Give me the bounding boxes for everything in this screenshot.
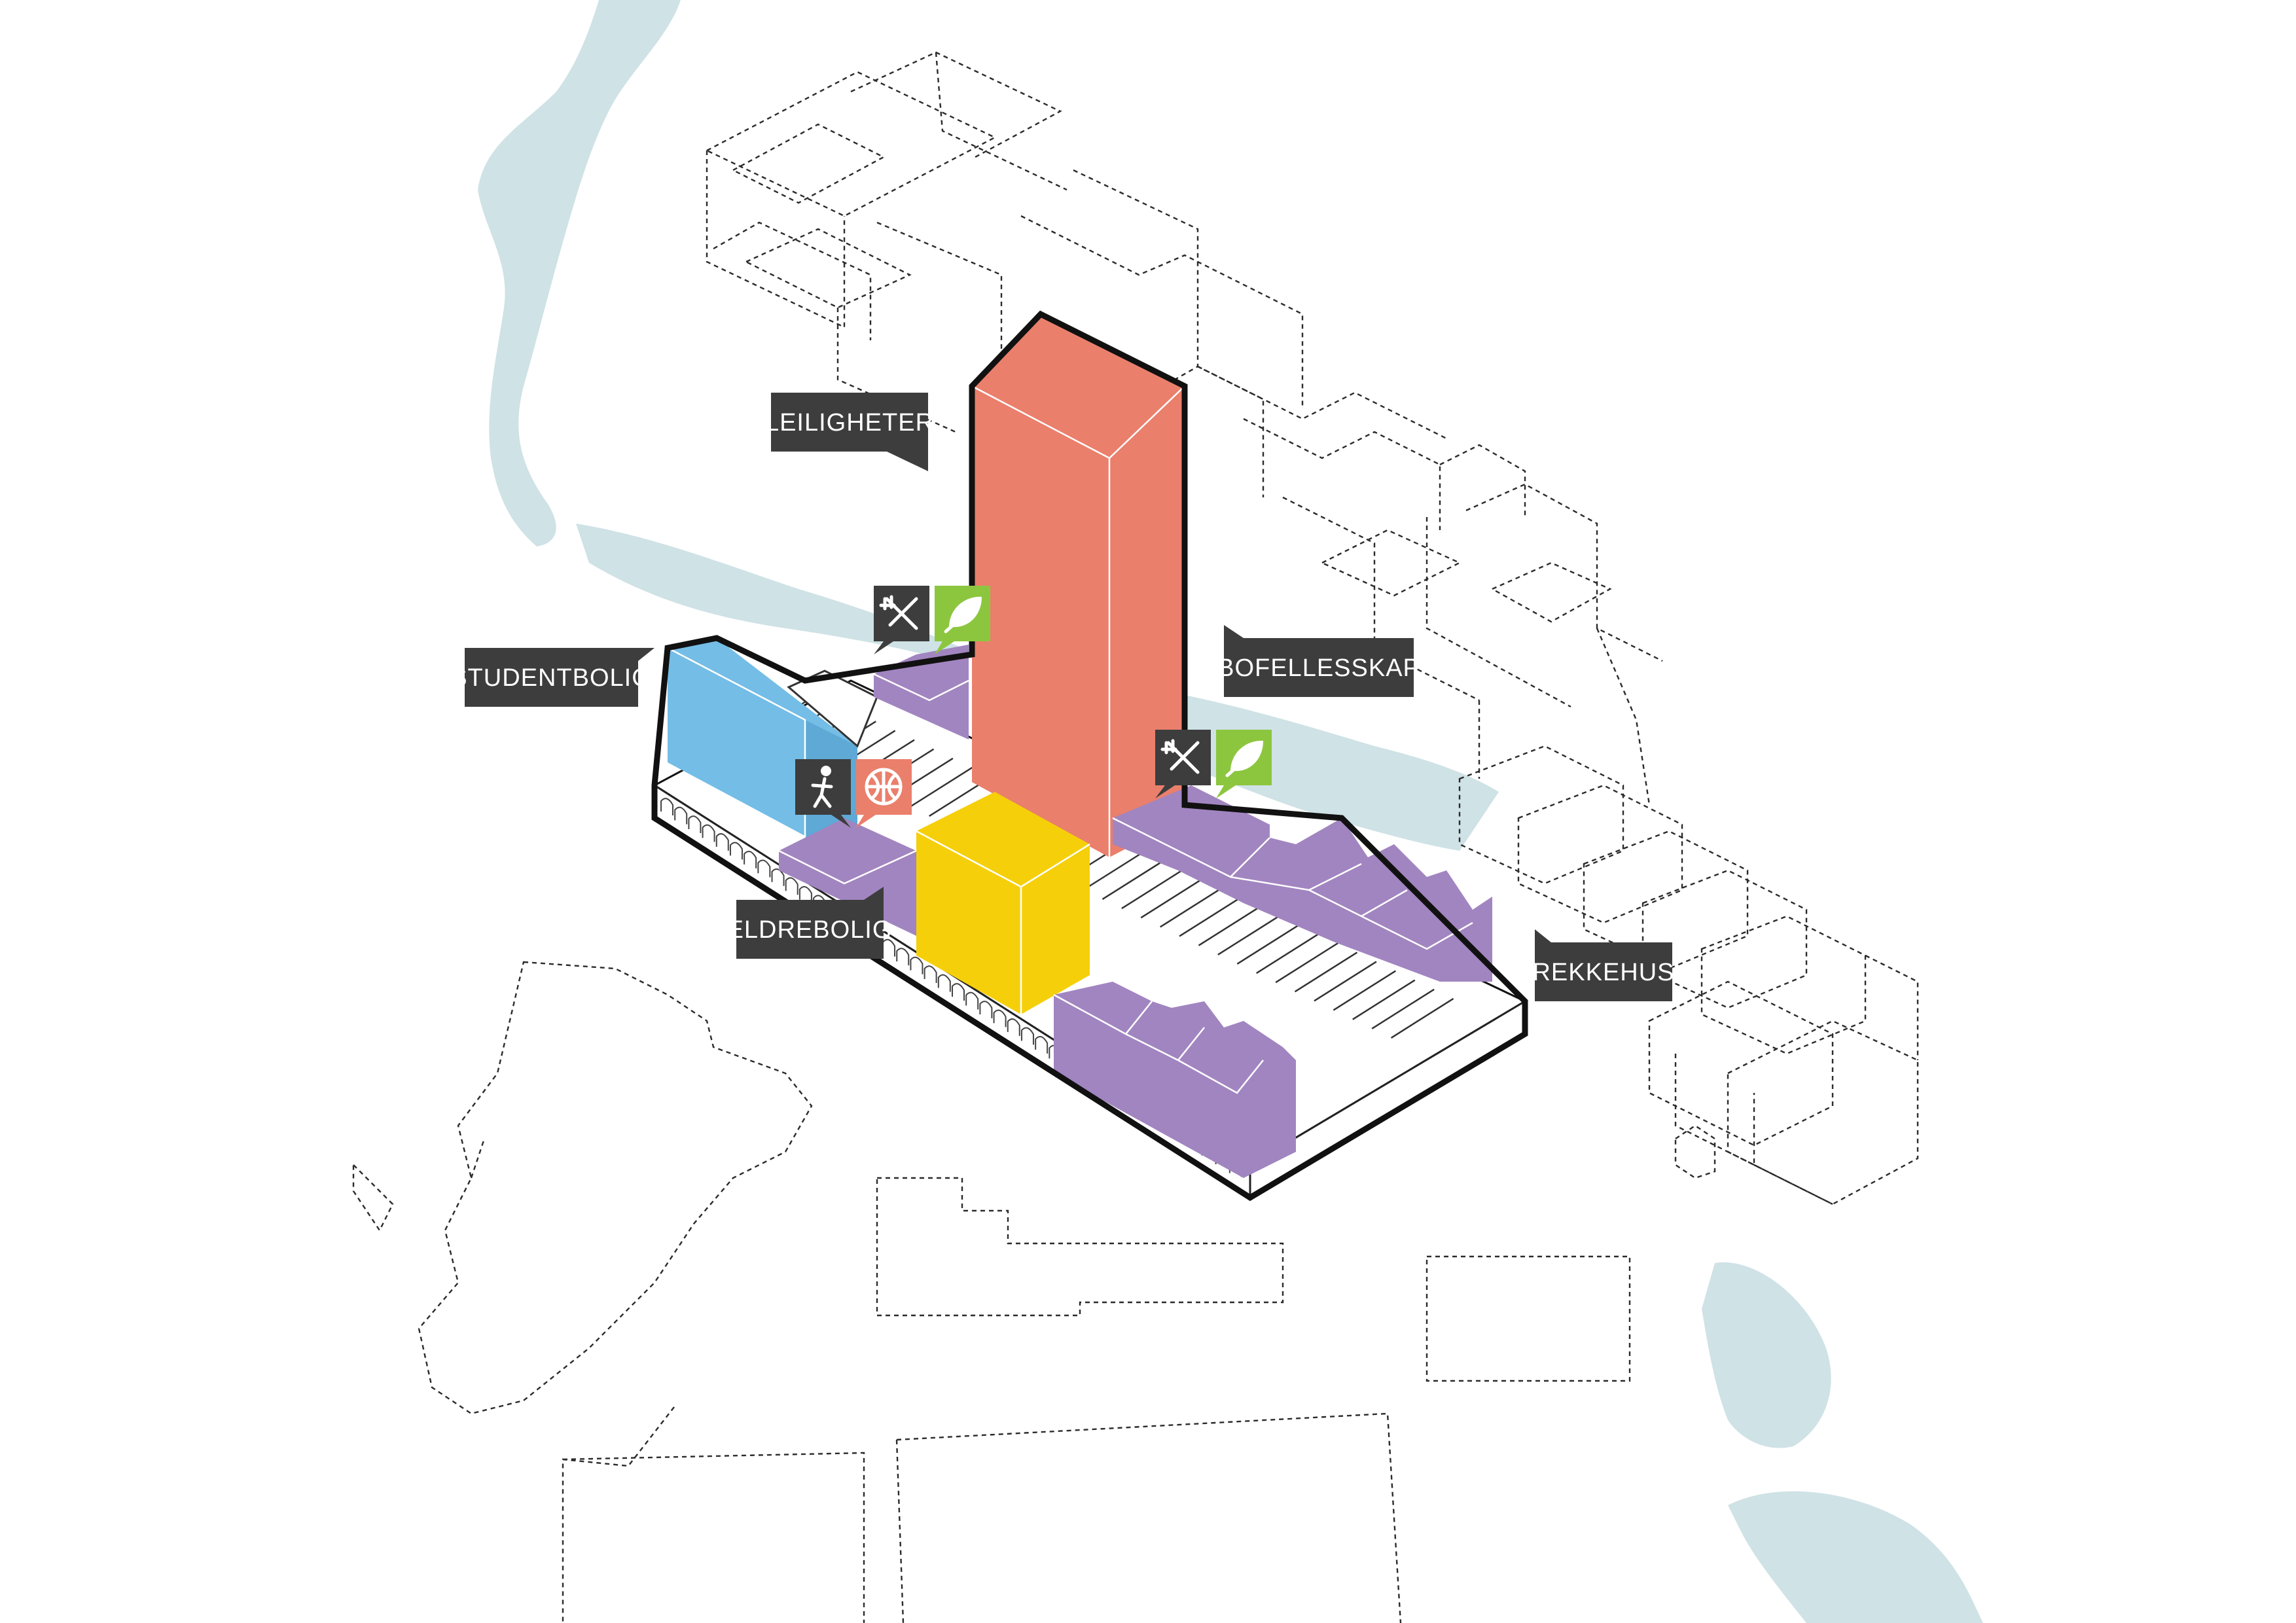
plinth-arch — [993, 1009, 1007, 1027]
plinth-arch — [924, 965, 937, 984]
plinth-arch — [744, 851, 757, 868]
water-bodies — [478, 0, 1983, 1623]
leiligheter-tower — [971, 314, 1185, 857]
roof-stripe — [1275, 942, 1338, 984]
label-rekkehus-text: REKKEHUS — [1532, 959, 1674, 986]
label-rekkehus: REKKEHUS — [1532, 929, 1674, 1001]
roof-stripe — [1159, 887, 1223, 928]
roof-stripe — [1121, 868, 1185, 910]
roof-stripe — [1352, 979, 1416, 1020]
plinth-arch — [798, 885, 812, 904]
roof-stripe — [1198, 905, 1262, 946]
roof-stripe — [1236, 923, 1300, 965]
roof-stripe — [1314, 961, 1377, 1002]
roof-stripe — [1390, 997, 1454, 1039]
plinth-arch — [1035, 1036, 1049, 1054]
rekkehus-block — [1053, 982, 1296, 1178]
plinth-arch — [674, 806, 688, 825]
river-north — [478, 0, 681, 546]
plinth-arch — [771, 868, 785, 886]
plinth-arch — [729, 842, 743, 860]
roof-stripe — [1083, 849, 1146, 891]
plinth-arch — [702, 824, 715, 842]
plinth-arch — [1007, 1018, 1020, 1036]
label-eldrebolig-text: ELDREBOLIG — [727, 916, 893, 944]
label-leiligheter-text: LEILIGHETER — [765, 409, 934, 437]
plinth-arch — [910, 956, 924, 974]
plinth-arch — [688, 815, 702, 833]
roof-stripe — [1294, 952, 1358, 993]
roof-stripe — [1217, 914, 1281, 955]
label-leiligheter: LEILIGHETER — [765, 393, 934, 471]
label-studentbolig: STUDENTBOLIG — [450, 648, 655, 707]
icon-pair-west — [795, 759, 912, 828]
lake-southeast — [1702, 1262, 1831, 1448]
bofellesskap-block — [1112, 785, 1492, 982]
icon-pair-east — [1155, 730, 1272, 798]
roof-stripe — [909, 766, 973, 808]
plinth-arch — [785, 877, 798, 895]
roof-stripe — [1371, 988, 1435, 1029]
plinth-arch — [660, 798, 673, 815]
roof-stripe — [1102, 859, 1166, 901]
plinth-arch — [757, 859, 771, 878]
roof-stripe — [1333, 970, 1397, 1011]
roof-stripe — [1140, 878, 1204, 919]
ensemble-outline — [651, 310, 1528, 1202]
roof-stripe — [1256, 933, 1319, 974]
plinth-arch — [937, 974, 951, 992]
plinth-arch — [952, 983, 965, 1001]
plinth-arch — [715, 833, 729, 851]
plinth-arch — [979, 1001, 993, 1018]
label-studentbolig-text: STUDENTBOLIG — [450, 664, 652, 692]
label-bofellesskap: BOFELLESSKAP — [1217, 625, 1420, 697]
eldrebolig-block — [916, 792, 1090, 1014]
lake-south — [1728, 1491, 1983, 1623]
plinth-arch — [1020, 1027, 1034, 1045]
river-middle — [576, 524, 962, 661]
icon-pair-north — [874, 586, 990, 654]
label-bofellesskap-text: BOFELLESSKAP — [1217, 654, 1420, 682]
label-eldrebolig: ELDREBOLIG — [727, 887, 893, 959]
plinth-arch — [896, 948, 910, 966]
roof-stripe — [1179, 896, 1242, 937]
plinth-arch — [965, 991, 979, 1010]
